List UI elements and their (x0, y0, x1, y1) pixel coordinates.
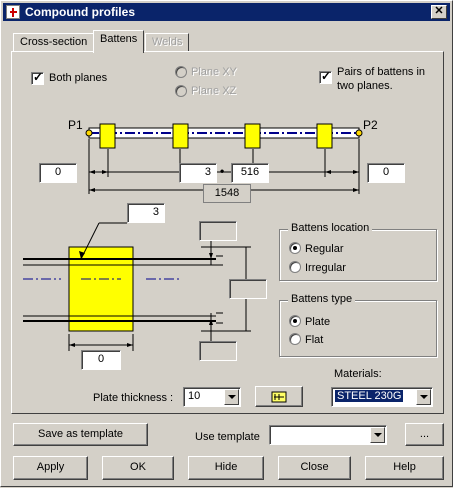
left-offset-field[interactable]: 0 (39, 163, 77, 183)
plate-radio[interactable] (289, 315, 301, 327)
plane-xy-radio (175, 66, 187, 78)
irregular-label: Irregular (305, 262, 346, 274)
ok-button[interactable]: OK (102, 456, 174, 480)
chevron-down-icon[interactable] (224, 389, 239, 405)
right-offset-field[interactable]: 0 (367, 163, 405, 183)
battens-type-title: Battens type (288, 293, 356, 305)
plane-xz-label: Plane XZ (191, 85, 237, 97)
help-button[interactable]: Help (365, 456, 444, 480)
battens-location-title: Battens location (288, 222, 373, 234)
p2-label: P2 (363, 118, 378, 132)
spacing-field[interactable]: 516 (231, 163, 269, 183)
chevron-down-icon[interactable] (370, 427, 385, 443)
weld-size-field[interactable]: 3 (127, 203, 165, 223)
plate-label: Plate (305, 316, 331, 328)
regular-radio[interactable] (289, 242, 301, 254)
bottom-gap-field (199, 341, 237, 361)
dimension-arrows (89, 170, 359, 192)
material-value: STEEL 230G (335, 390, 404, 402)
close-icon[interactable]: ✕ (431, 5, 447, 19)
p1-node (85, 129, 93, 137)
apply-button[interactable]: Apply (13, 456, 88, 480)
both-planes-checkbox[interactable] (31, 70, 44, 85)
top-gap-field (199, 221, 237, 241)
regular-label: Regular (305, 243, 344, 255)
plane-xy-label: Plane XY (191, 66, 237, 78)
batten-plate-section (68, 246, 134, 332)
pairs-of-battens-label-2: two planes. (337, 80, 393, 92)
p2-node (355, 129, 363, 137)
pairs-of-battens-label-1: Pairs of battens in (337, 66, 426, 78)
battens-location-group: Battens location (279, 222, 437, 281)
battens-count-field[interactable]: 3 (179, 163, 217, 183)
close-button[interactable]: Close (278, 456, 351, 480)
materials-label: Materials: (334, 368, 382, 380)
batten-3 (244, 123, 261, 149)
material-combo[interactable]: STEEL 230G (331, 387, 433, 407)
battens-type-group: Battens type (279, 293, 437, 357)
battens-panel (11, 51, 444, 414)
plate-thickness-label: Plate thickness : (93, 392, 174, 404)
multiplier-dot: • (220, 164, 225, 178)
height-field (229, 279, 267, 299)
flat-radio[interactable] (289, 333, 301, 345)
use-template-combo[interactable] (269, 425, 387, 445)
tab-battens[interactable]: Battens (93, 30, 145, 53)
irregular-radio[interactable] (289, 261, 301, 273)
both-planes-label: Both planes (49, 72, 108, 84)
batten-2 (172, 123, 189, 149)
batten-1 (99, 123, 116, 149)
plate-thickness-combo[interactable]: 10 (183, 387, 241, 407)
save-as-template-button[interactable]: Save as template (13, 423, 148, 446)
app-icon (6, 5, 20, 19)
batten-4 (316, 123, 333, 149)
tab-welds: Welds (145, 33, 190, 52)
p1-label: P1 (68, 118, 83, 132)
browse-templates-button[interactable]: ... (405, 423, 444, 446)
section-lines (23, 222, 251, 351)
side-offset-field[interactable]: 0 (81, 350, 121, 370)
plane-xz-radio (175, 85, 187, 97)
window-title: Compound profiles (25, 5, 135, 19)
title-bar[interactable]: Compound profiles ✕ (3, 3, 450, 21)
section-database-button[interactable] (255, 386, 303, 407)
profile-database-icon (271, 391, 287, 403)
flat-label: Flat (305, 334, 324, 346)
plate-thickness-value: 10 (188, 390, 201, 402)
hide-button[interactable]: Hide (188, 456, 264, 480)
total-length-readout: 1548 (203, 184, 251, 203)
use-template-label: Use template (195, 431, 260, 443)
chevron-down-icon[interactable] (416, 389, 431, 405)
section-arrows (69, 251, 213, 347)
pairs-of-battens-checkbox[interactable] (319, 69, 332, 84)
